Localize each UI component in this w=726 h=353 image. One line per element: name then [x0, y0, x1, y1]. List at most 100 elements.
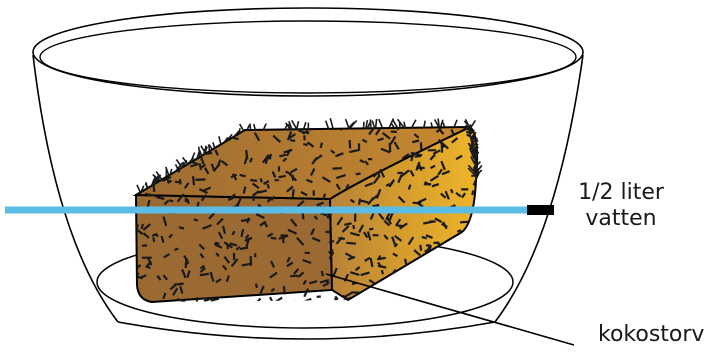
- fiber-dash: [174, 249, 178, 250]
- fiber-dash: [416, 301, 419, 308]
- fiber-dash: [378, 172, 379, 178]
- fiber-dash: [411, 264, 416, 265]
- fiber-dash: [477, 241, 478, 248]
- fiber-dash: [386, 284, 392, 285]
- fiber-dash: [479, 241, 482, 249]
- fiber-dash: [322, 271, 323, 276]
- water-label-line2: vatten: [566, 206, 676, 232]
- fiber-dash: [153, 237, 154, 242]
- fiber-dash: [157, 142, 161, 143]
- fiber-dash: [356, 174, 361, 175]
- fiber-hair: [376, 119, 377, 128]
- fiber-dash: [130, 144, 131, 148]
- fiber-hair: [454, 120, 457, 127]
- fiber-dash: [447, 271, 451, 278]
- fiber-hair: [370, 119, 371, 128]
- fiber-hair: [364, 122, 365, 129]
- fiber-dash: [401, 297, 406, 303]
- fiber-dash: [193, 176, 194, 185]
- fiber-dash: [159, 135, 161, 144]
- fiber-dash: [171, 159, 174, 166]
- fiber-hair: [239, 128, 240, 133]
- fiber-dash: [369, 229, 373, 230]
- fiber-dash: [409, 185, 411, 190]
- fiber-dash: [474, 277, 483, 281]
- fiber-dash: [321, 143, 322, 148]
- fiber-dash: [382, 270, 383, 274]
- fiber-dash: [477, 279, 485, 280]
- fiber-dash: [481, 157, 484, 163]
- fiber-dash: [427, 262, 429, 268]
- fiber-hair: [326, 121, 329, 129]
- fiber-dash: [196, 297, 198, 305]
- fiber-dash: [206, 124, 212, 125]
- fiber-dash: [139, 151, 145, 157]
- fiber-dash: [188, 134, 193, 140]
- fiber-dash: [415, 156, 422, 157]
- fiber-dash: [417, 269, 424, 276]
- fiber-dash: [483, 161, 485, 165]
- fiber-dash: [454, 270, 461, 273]
- fiber-dash: [290, 140, 295, 141]
- fiber-hair: [438, 119, 439, 128]
- fiber-dash: [440, 285, 449, 288]
- fiber-dash: [196, 179, 206, 180]
- fiber-dash: [460, 222, 469, 223]
- fiber-dash: [476, 269, 483, 272]
- fiber-dash: [194, 219, 198, 220]
- fiber-dash: [372, 205, 379, 207]
- fiber-dash: [130, 162, 137, 163]
- fiber-dash: [422, 237, 427, 239]
- bowl-rim-inner: [40, 21, 576, 93]
- fiber-dash: [142, 224, 144, 229]
- fiber-dash: [328, 302, 337, 304]
- fiber-dash: [271, 238, 277, 239]
- fiber-dash: [378, 266, 386, 268]
- water-label-line1: 1/2 liter: [566, 180, 676, 206]
- fiber-dash: [167, 128, 171, 130]
- fiber-dash: [173, 157, 174, 162]
- fiber-dash: [293, 189, 294, 197]
- fiber-dash: [246, 150, 247, 159]
- fiber-dash: [454, 254, 458, 262]
- fiber-dash: [197, 143, 207, 144]
- fiber-dash: [434, 287, 437, 296]
- fiber-dash: [142, 134, 145, 140]
- fiber-dash: [184, 144, 187, 152]
- fiber-dash: [305, 299, 312, 301]
- fiber-dash: [190, 123, 194, 132]
- fiber-dash: [199, 126, 205, 129]
- fiber-dash: [200, 164, 201, 171]
- fiber-dash: [160, 160, 163, 167]
- fiber-dash: [451, 189, 453, 193]
- water-level-marker: [527, 205, 554, 215]
- bowl-left-wall: [33, 55, 118, 322]
- fiber-dash: [303, 144, 307, 145]
- coco-label: kokostorv: [598, 322, 704, 348]
- fiber-dash: [465, 255, 466, 263]
- fiber-dash: [421, 142, 422, 150]
- fiber-dash: [169, 200, 173, 201]
- fiber-dash: [457, 230, 461, 232]
- fiber-dash: [256, 284, 257, 288]
- fiber-hair: [205, 146, 206, 154]
- fiber-dash: [445, 284, 448, 290]
- bowl-bottom-front: [118, 322, 495, 339]
- fiber-hair: [250, 124, 251, 130]
- fiber-hair: [379, 119, 383, 128]
- fiber-hair: [350, 121, 357, 129]
- fiber-dash: [359, 199, 360, 205]
- fiber-dash: [169, 162, 172, 167]
- fiber-dash: [410, 266, 414, 272]
- fiber-dash: [481, 197, 486, 204]
- fiber-dash: [187, 199, 188, 204]
- water-level: [5, 205, 554, 215]
- fiber-dash: [261, 178, 262, 182]
- fiber-dash: [472, 190, 473, 195]
- fiber-dash: [346, 243, 356, 244]
- fiber-dash: [171, 136, 179, 137]
- fiber-dash: [294, 301, 295, 308]
- fiber-hair: [475, 164, 476, 174]
- fiber-dash: [379, 256, 380, 260]
- fiber-dash: [240, 175, 246, 176]
